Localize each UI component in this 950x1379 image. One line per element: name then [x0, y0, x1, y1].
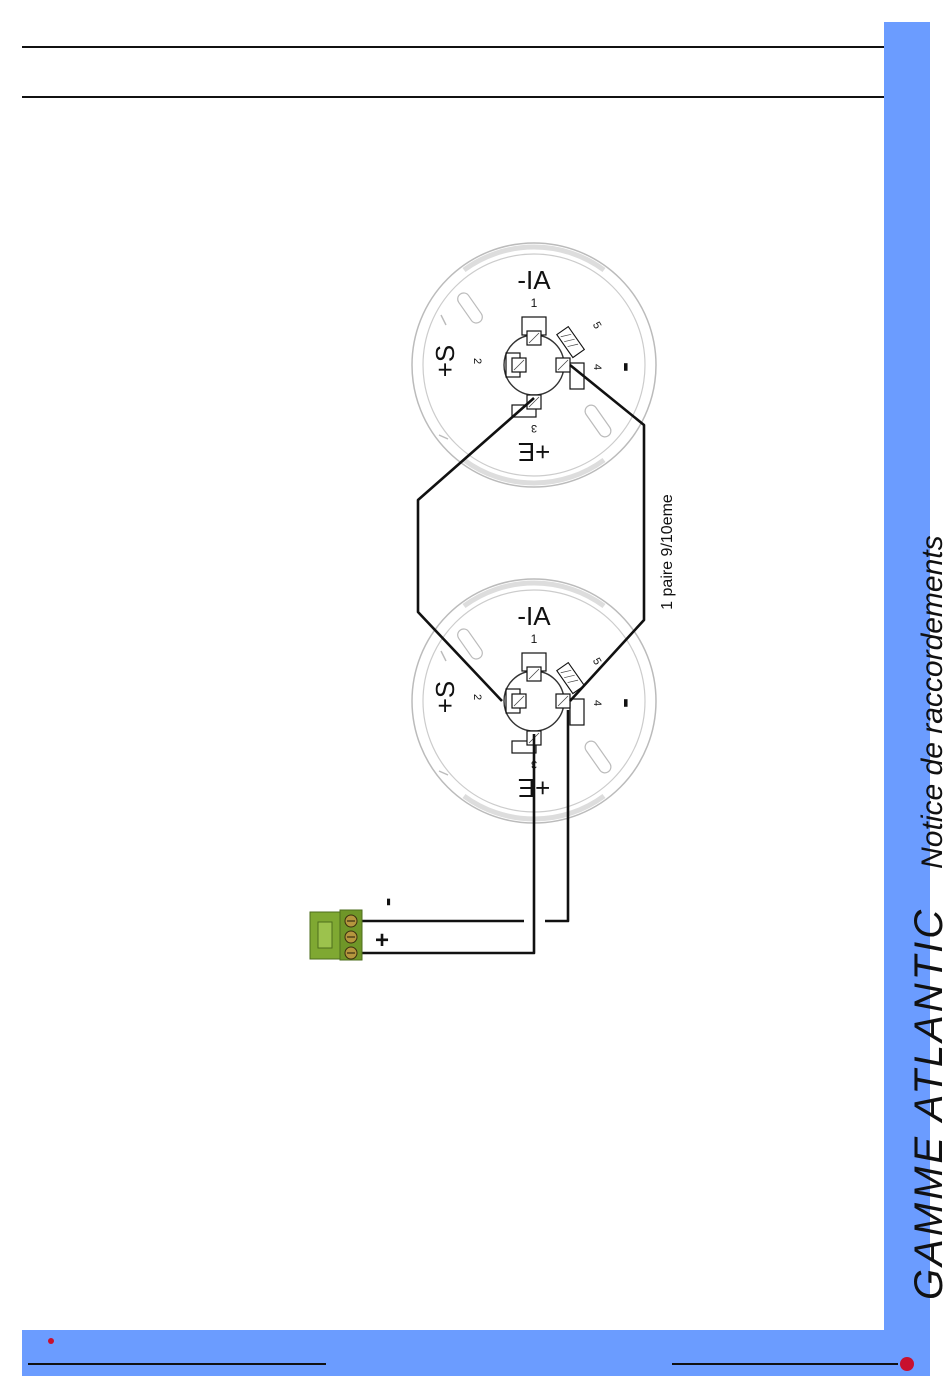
- terminal-4-top: 4: [591, 364, 603, 370]
- terminal-2-top: 2: [471, 358, 483, 364]
- cable-label: 1 paire 9/10eme: [659, 494, 676, 610]
- connector-plus-label: +: [375, 927, 389, 954]
- connector-minus-label: -: [376, 898, 406, 907]
- label-ia-bottom: -IA: [517, 601, 551, 631]
- power-connector: [310, 910, 362, 960]
- wire-top-e-to-bottom-s: [418, 398, 534, 701]
- label-e-top: +E: [518, 437, 551, 467]
- label-ia-top: -IA: [517, 265, 551, 295]
- detector-base-top: -IA 1 +S 2 +E 3 - 4 5: [412, 243, 656, 487]
- terminal-4-bottom: 4: [591, 700, 603, 706]
- label-s-bottom: +S: [430, 681, 460, 714]
- terminal-5-top: 5: [590, 320, 603, 331]
- label-minus-bottom: -: [611, 698, 644, 708]
- terminal-1-top: 1: [531, 296, 538, 310]
- terminal-2-bottom: 2: [471, 694, 483, 700]
- terminal-1-bottom: 1: [531, 632, 538, 646]
- label-minus-top: -: [611, 362, 644, 372]
- label-s-top: +S: [430, 345, 460, 378]
- terminal-3-top: 3: [531, 422, 537, 434]
